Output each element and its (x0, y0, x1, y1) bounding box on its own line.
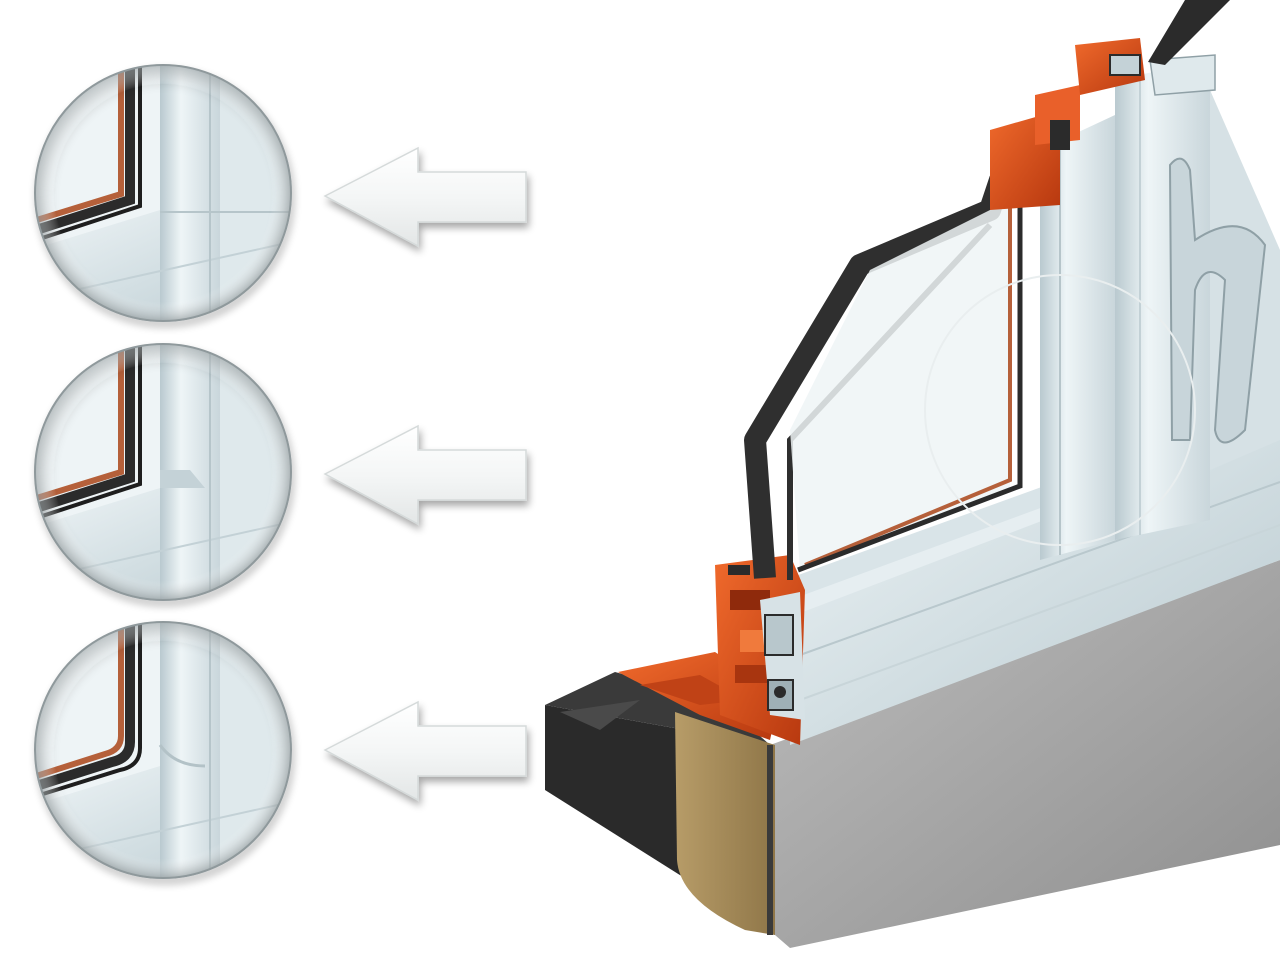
mullion-right (1115, 60, 1210, 540)
pull-rod (1148, 0, 1230, 65)
corner-detail-rounded (34, 621, 292, 879)
arrow-left-icon (323, 146, 527, 248)
wooden-subframe (675, 712, 775, 935)
magnifier-circle (924, 274, 1196, 546)
mullion-left (1040, 115, 1115, 560)
corner-detail-straight (34, 64, 292, 322)
window-handle (1168, 157, 1267, 444)
profile-cross-section (715, 555, 805, 745)
corner-detail-notched (34, 343, 292, 601)
arrow-left-icon (323, 424, 527, 526)
window-profile-cross-section (545, 0, 1280, 948)
sill-face (770, 560, 1280, 948)
glass-pane (790, 200, 1010, 570)
arrow-left-icon (323, 700, 527, 802)
